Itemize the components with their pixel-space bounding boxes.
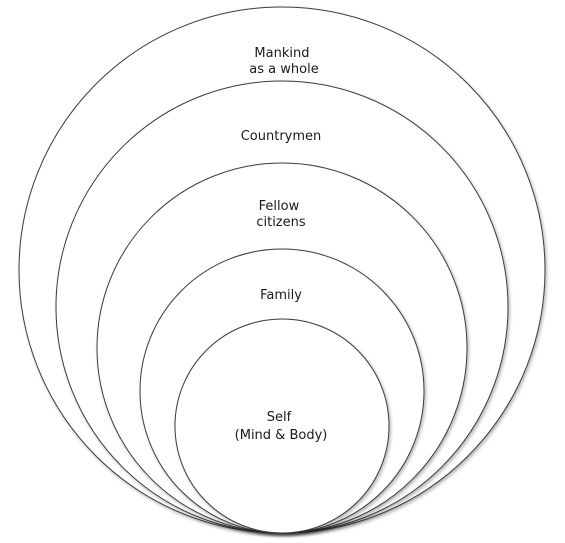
label-self-line-2: (Mind & Body) [235,428,328,443]
label-mankind: Mankind as a whole [249,46,318,77]
label-fellow-citizens-line-1: Fellow [259,199,300,214]
label-countrymen: Countrymen [241,129,322,144]
label-fellow-citizens-line-2: citizens [256,215,306,230]
ring-self [174,318,390,534]
label-self: Self (Mind & Body) [235,410,328,443]
label-countrymen-line-1: Countrymen [241,129,322,144]
label-self-line-1: Self [267,410,292,425]
label-family-line-1: Family [260,288,302,303]
label-fellow-citizens: Fellow citizens [256,199,306,230]
label-mankind-line-2: as a whole [249,62,318,77]
label-mankind-line-1: Mankind [254,46,309,61]
label-family: Family [260,288,302,303]
